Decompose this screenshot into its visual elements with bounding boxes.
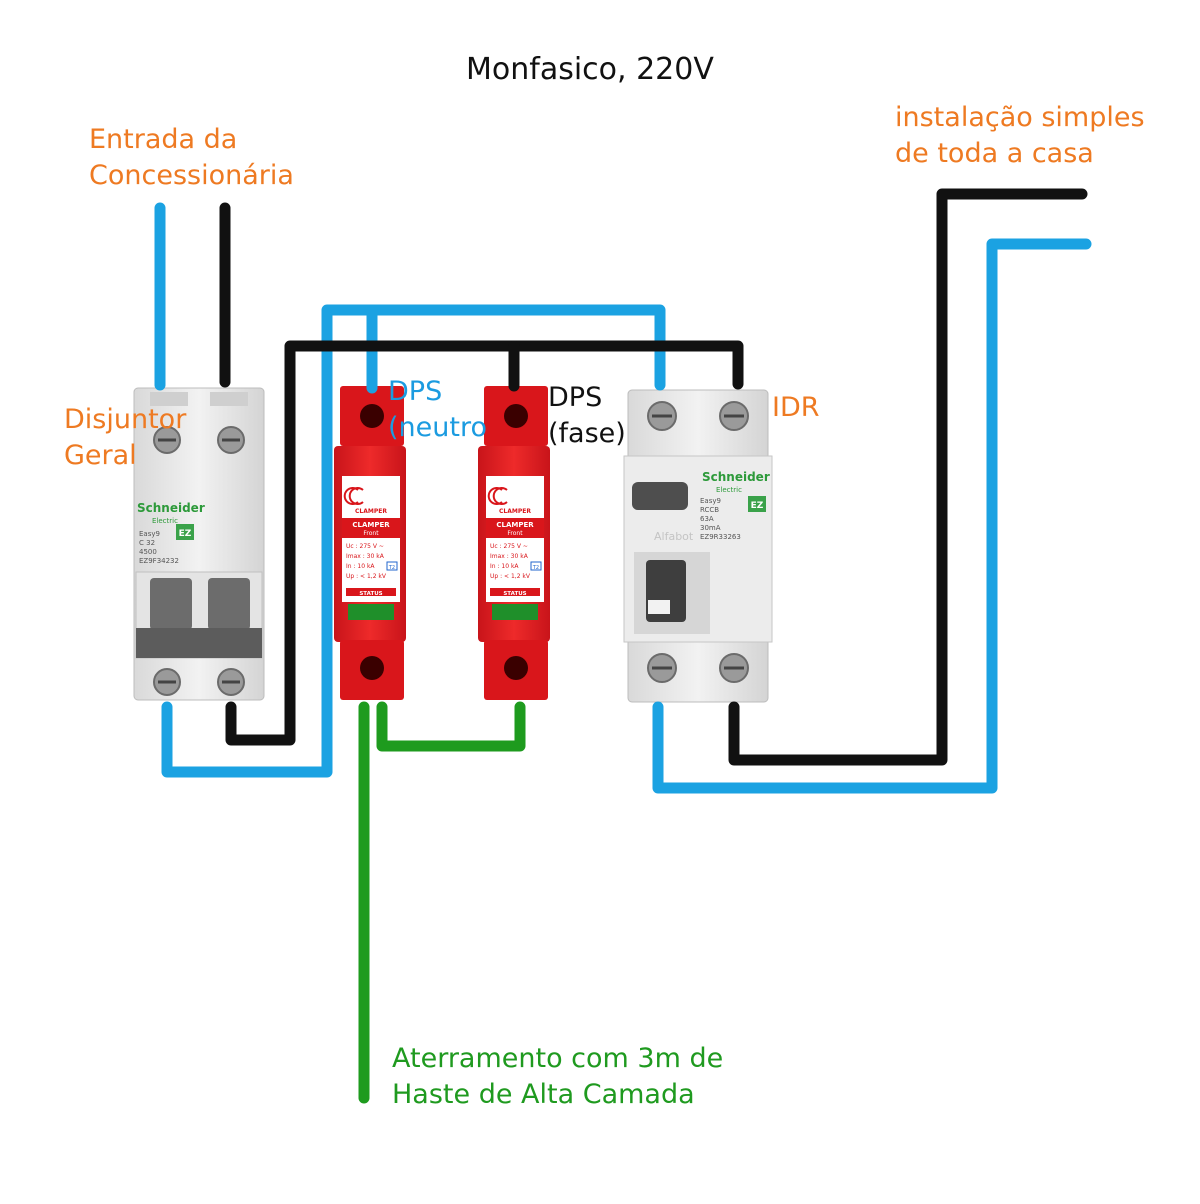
idr-badge: EZ (751, 501, 764, 511)
dps-model-sub: Front (363, 530, 379, 537)
idr-brand-sub: Electric (716, 486, 742, 494)
ez-badge (748, 496, 766, 512)
idr-line: EZ9R33263 (700, 533, 741, 541)
breaker-toggle (208, 578, 250, 630)
dps-spec: Up : < 1,2 kV (346, 573, 387, 580)
dps-spec: Imax : 30 kA (490, 553, 529, 560)
label-idr: IDR (772, 392, 820, 423)
idr-line: 30mA (700, 524, 721, 532)
ground-jumper-wire (376, 701, 526, 752)
idr-brand: Schneider (702, 470, 770, 484)
breaker-line: EZ9F34232 (139, 557, 179, 565)
test-button (632, 482, 688, 510)
dps-model: CLAMPER (496, 521, 534, 529)
dps-class-badge: T2 (388, 565, 395, 571)
idr-line: RCCB (700, 506, 719, 514)
phase-bus-wire (225, 340, 744, 746)
dps-class-badge: T2 (532, 565, 539, 571)
dps-status: STATUS (503, 591, 526, 597)
dps-spec: Uc : 275 V ~ (346, 543, 384, 550)
breaker-badge: EZ (179, 529, 192, 539)
breaker-line: 4500 (139, 548, 157, 556)
idr-line: 63A (700, 515, 714, 523)
breaker-toggle (150, 578, 192, 630)
dps-spec: Imax : 30 kA (346, 553, 385, 560)
ez-badge (176, 524, 194, 540)
dps-spec: In : 10 kA (346, 563, 375, 570)
page-title: Monfasico, 220V (466, 52, 714, 87)
phase-output-wire (728, 188, 1088, 766)
dps-brand: CLAMPER (499, 508, 531, 515)
dps-spec: Uc : 275 V ~ (490, 543, 528, 550)
dps-status: STATUS (359, 591, 382, 597)
neutral-output-wire (652, 238, 1092, 794)
clamper-logo-icon (487, 487, 508, 505)
idr-device: Schneider Electric Easy9 RCCB 63A 30mA E… (623, 389, 773, 703)
dps-model-sub: Front (507, 530, 523, 537)
idr-line: Easy9 (700, 497, 721, 505)
status-indicator (348, 604, 394, 620)
dps-brand: CLAMPER (355, 508, 387, 515)
dps-neutral: CLAMPER CLAMPER Front Uc : 275 V ~ Imax … (334, 386, 406, 700)
main-breaker: Schneider Electric Easy9 C 32 4500 EZ9F3… (133, 387, 265, 701)
label-dps-neutro: DPS(neutro (388, 376, 487, 443)
breaker-line: Easy9 (139, 530, 160, 538)
ground-wires (358, 701, 526, 1104)
neutral-bus-wire (161, 304, 666, 778)
dps-phase: CLAMPER CLAMPER Front Uc : 275 V ~ Imax … (478, 386, 550, 700)
label-dps-fase: DPS(fase) (548, 382, 626, 449)
neutral-wires (154, 202, 1092, 794)
breaker-line: C 32 (139, 539, 155, 547)
clamper-logo-icon (343, 487, 364, 505)
dps-spec: In : 10 kA (490, 563, 519, 570)
dps-model: CLAMPER (352, 521, 390, 529)
phase-wires (219, 188, 1088, 766)
breaker-brand-sub: Electric (152, 517, 178, 525)
breaker-brand: Schneider (137, 501, 205, 515)
status-indicator (492, 604, 538, 620)
idr-watermark: Alfabot (654, 530, 694, 543)
dps-spec: Up : < 1,2 kV (490, 573, 531, 580)
